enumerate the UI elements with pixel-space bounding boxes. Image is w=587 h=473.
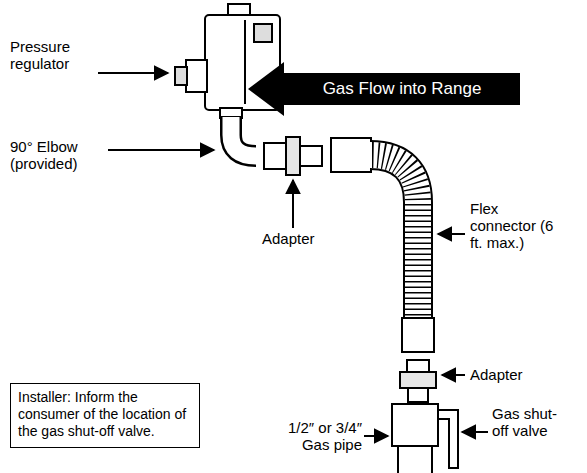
flow-arrow-text: Gas Flow into Range (323, 79, 482, 99)
shut-off-valve (392, 404, 458, 473)
part-label: Gas shut-off valve (492, 405, 564, 439)
part-label: Pressure regulator (10, 38, 90, 72)
flow-arrow-path (248, 62, 520, 116)
note-text: Installer: Inform the consumer of the lo… (18, 389, 192, 440)
pipe-label: 1/2″ or 3/4″ Gas pipe (262, 419, 362, 453)
flow-arrow: Gas Flow into Range (248, 62, 520, 116)
part-label: 90° Elbow (provided) (10, 138, 102, 172)
elbow-fitting (231, 116, 256, 156)
adapter-fitting (400, 360, 436, 402)
part-label: Flex connector (6 ft. max.) (470, 200, 565, 251)
flex-connector (331, 138, 434, 352)
note-box: Installer: Inform the consumer of the lo… (10, 383, 200, 448)
leader-lines (98, 73, 488, 436)
part-label: Adapter (470, 366, 523, 383)
part-label: Adapter (262, 230, 315, 247)
adapter-fitting (264, 137, 322, 175)
